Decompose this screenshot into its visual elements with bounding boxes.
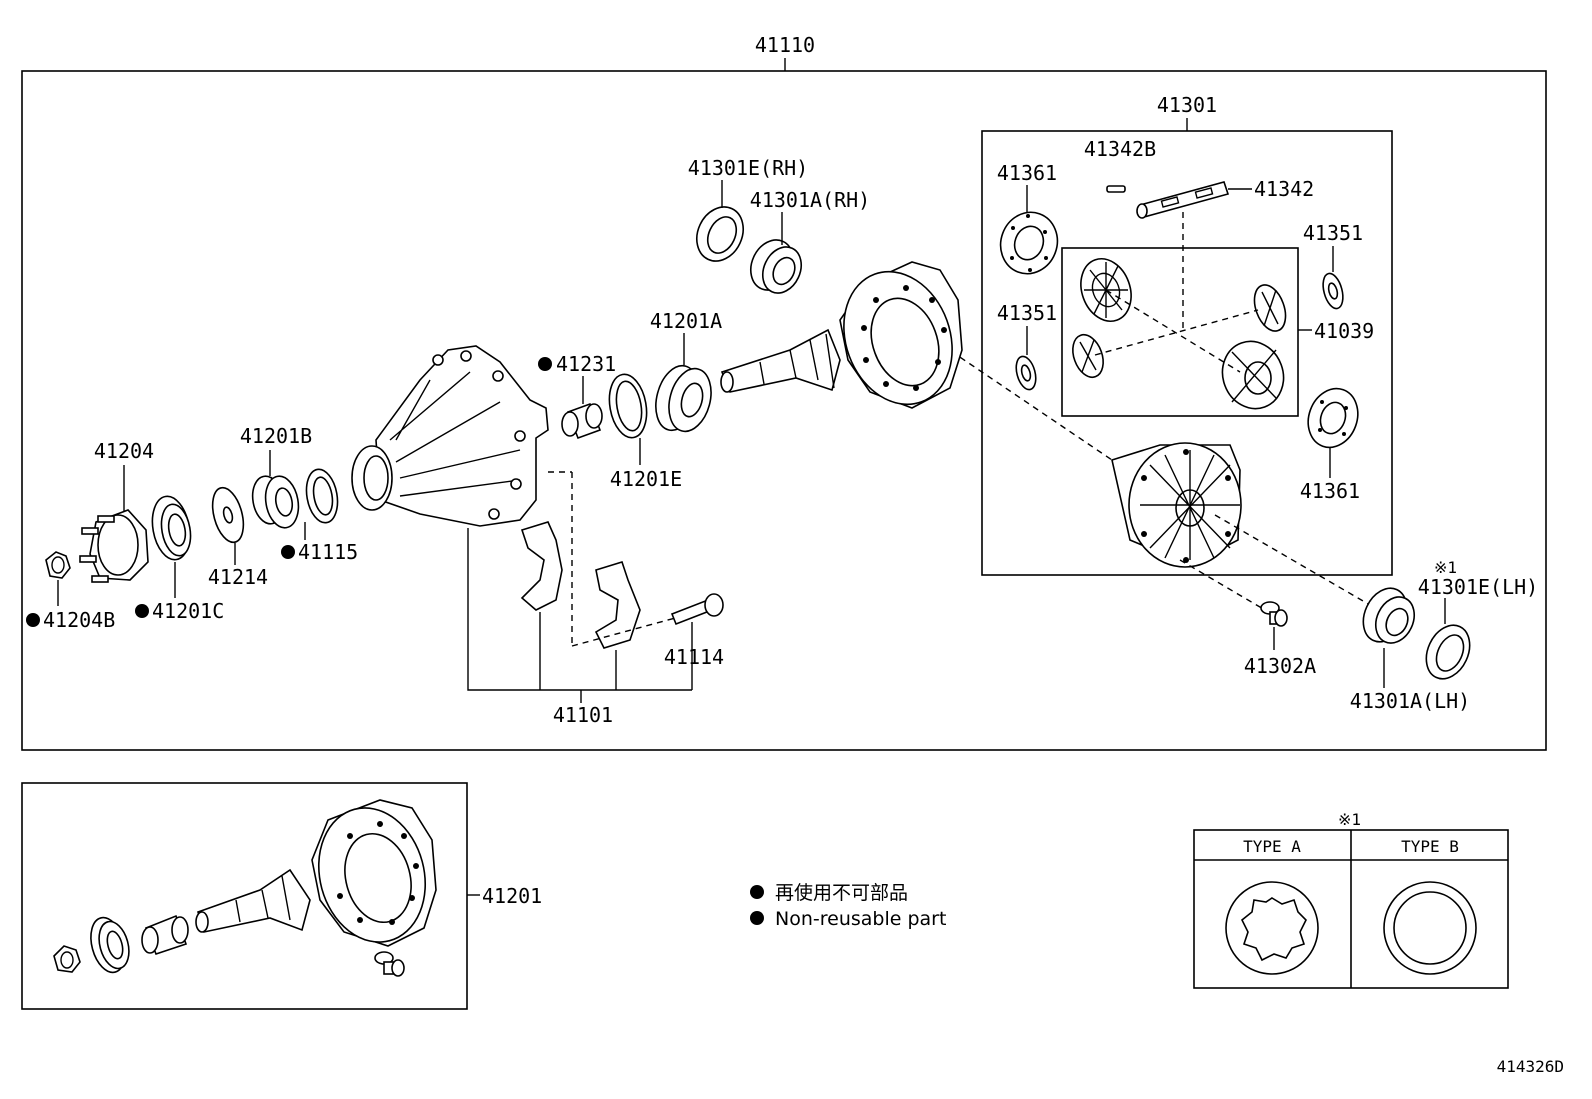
label-41214: 41214 xyxy=(208,565,268,589)
flange-nut-icon xyxy=(53,945,81,973)
bearing-washer-icon xyxy=(608,373,648,439)
type-b-header: TYPE B xyxy=(1401,837,1459,856)
label-41342: 41342 xyxy=(1254,177,1314,201)
side-bearing-icon xyxy=(1362,587,1416,644)
label-41114: 41114 xyxy=(664,645,724,669)
drive-pinion-icon xyxy=(720,328,841,393)
label-41201C: 41201C xyxy=(152,599,224,623)
assembly-frame xyxy=(21,70,1547,751)
legend-english: Non-reusable part xyxy=(775,908,946,930)
flange-nut-icon xyxy=(45,551,71,579)
ring-pinion-kit-frame xyxy=(21,782,468,1010)
thrust-washer-icon xyxy=(999,211,1059,275)
non-reusable-dot-icon xyxy=(26,613,40,627)
non-reusable-dot-icon xyxy=(538,357,552,371)
label-41301A-RH: 41301A(RH) xyxy=(750,188,870,212)
oil-seal-icon xyxy=(90,916,130,974)
label-41204: 41204 xyxy=(94,439,154,463)
bearing-race-icon xyxy=(1425,624,1471,680)
label-41301A-LH: 41301A(LH) xyxy=(1350,689,1470,713)
oil-seal-icon xyxy=(151,495,192,561)
thrust-washer-icon xyxy=(1307,387,1359,449)
label-41301E-LH: 41301E(LH) xyxy=(1418,575,1538,599)
label-41361-bottom: 41361 xyxy=(1300,479,1360,503)
label-41302A: 41302A xyxy=(1244,654,1316,678)
label-41201E: 41201E xyxy=(610,467,682,491)
non-reusable-dot-icon xyxy=(135,604,149,618)
differential-case-icon xyxy=(1111,442,1242,568)
label-41204B: 41204B xyxy=(43,608,115,632)
label-41351-right: 41351 xyxy=(1303,221,1363,245)
carrier-kit-label: 41301 xyxy=(1157,93,1217,117)
type-a-race-icon xyxy=(1225,881,1319,975)
side-bearing-icon xyxy=(750,239,803,294)
type-a-header: TYPE A xyxy=(1243,837,1301,856)
oil-seal-icon xyxy=(305,468,339,524)
label-41301E-RH: 41301E(RH) xyxy=(688,156,808,180)
companion-flange-icon xyxy=(79,509,149,583)
collapsible-spacer-icon xyxy=(141,914,189,956)
label-41201B: 41201B xyxy=(240,424,312,448)
pinion-gear-icon xyxy=(1072,333,1104,379)
type-table: TYPE A TYPE B xyxy=(1193,829,1509,989)
ring-gear-bolt-icon xyxy=(374,951,405,977)
assembly-label: 41110 xyxy=(755,33,815,57)
label-41342B: 41342B xyxy=(1084,137,1156,161)
lock-pin-icon xyxy=(1106,185,1126,193)
type-b-race-icon xyxy=(1383,881,1477,975)
pinion-rear-bearing-icon xyxy=(655,364,712,433)
legend-japanese: 再使用不可部品 xyxy=(775,882,908,904)
plate-washer-icon xyxy=(211,486,245,544)
label-41351-left: 41351 xyxy=(997,301,1057,325)
ring-gear-icon xyxy=(311,799,437,947)
pinion-front-bearing-icon xyxy=(251,475,300,529)
pinion-shaft-icon xyxy=(1136,181,1230,219)
label-41231: 41231 xyxy=(556,352,616,376)
drive-pinion-icon xyxy=(195,868,311,933)
pinion-gear-set-frame xyxy=(1061,247,1299,417)
non-reusable-dot-icon xyxy=(750,911,764,925)
differential-carrier-icon xyxy=(351,345,549,527)
bearing-cap-icon xyxy=(594,561,641,649)
side-gear-icon xyxy=(1253,284,1287,332)
label-41361-top: 41361 xyxy=(997,161,1057,185)
non-reusable-dot-icon xyxy=(281,545,295,559)
lower-kit-label: 41201 xyxy=(482,884,542,908)
type-table-mark: ※1 xyxy=(1338,810,1361,829)
label-41101: 41101 xyxy=(553,703,613,727)
side-gear-washer-icon xyxy=(1015,355,1037,391)
bearing-cap-bolt-icon xyxy=(670,593,724,626)
collapsible-spacer-icon xyxy=(561,402,603,440)
legend: 再使用不可部品 Non-reusable part xyxy=(750,882,946,930)
drawing-number: 414326D xyxy=(1497,1057,1564,1076)
ring-gear-icon xyxy=(839,261,963,409)
side-gear-icon xyxy=(1221,340,1285,410)
note-mark-lh: ※1 xyxy=(1434,558,1457,577)
side-gear-washer-icon xyxy=(1322,272,1344,310)
label-41201A: 41201A xyxy=(650,309,722,333)
bearing-race-icon xyxy=(696,206,744,262)
label-41115: 41115 xyxy=(298,540,358,564)
bearing-cap-icon xyxy=(520,521,563,611)
non-reusable-dot-icon xyxy=(750,885,764,899)
ring-gear-bolt-icon xyxy=(1260,601,1288,627)
label-41039: 41039 xyxy=(1314,319,1374,343)
